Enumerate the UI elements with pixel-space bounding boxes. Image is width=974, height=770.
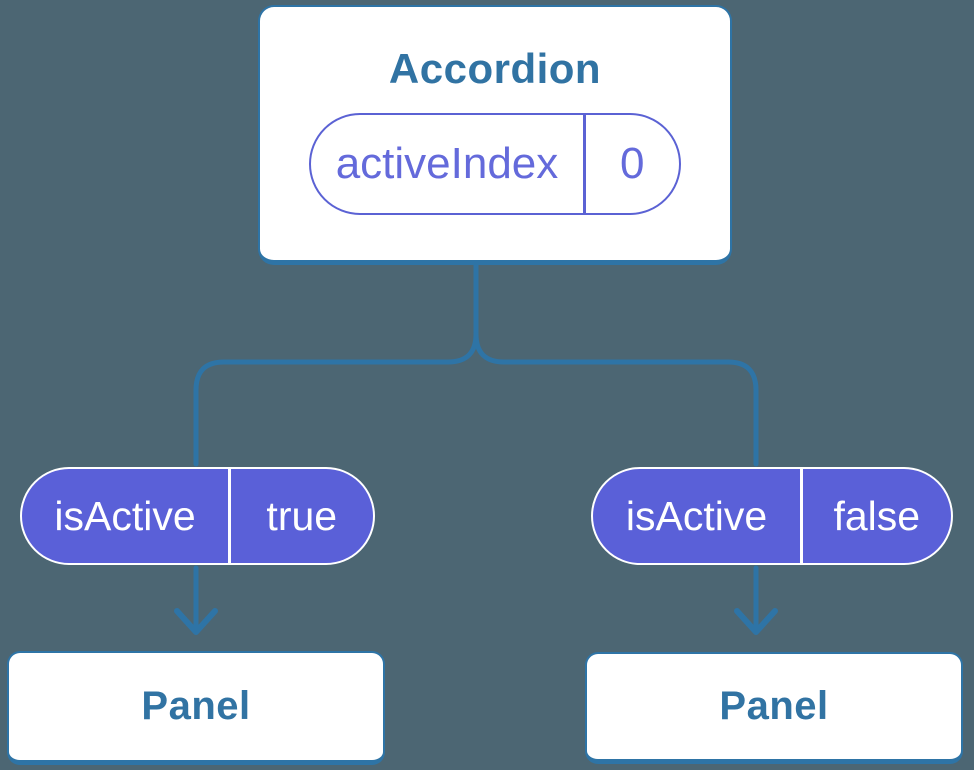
state-pill-divider	[583, 115, 586, 213]
prop-pill-left-value: true	[266, 492, 338, 539]
accordion-title: Accordion	[388, 45, 602, 92]
arrow-down-icon	[174, 608, 218, 635]
panel-label: Panel	[719, 684, 829, 728]
state-pill-name: activeIndex	[335, 139, 559, 188]
prop-pill-right: isActive false	[591, 467, 953, 565]
prop-pill-right-name: isActive	[625, 492, 768, 539]
state-pill-value: 0	[620, 139, 645, 188]
prop-pill-right-divider	[800, 469, 803, 563]
branch-line-right	[473, 331, 759, 467]
branch-line-left	[193, 331, 479, 467]
prop-pill-right-value: false	[833, 492, 921, 539]
panel-label: Panel	[141, 684, 251, 728]
state-pill: activeIndex 0	[309, 113, 681, 215]
panel-node-right: Panel	[585, 652, 963, 764]
prop-pill-left-divider	[228, 469, 231, 563]
prop-pill-left: isActive true	[20, 467, 375, 565]
accordion-node: Accordion activeIndex 0	[258, 5, 732, 265]
prop-pill-left-name: isActive	[54, 492, 196, 539]
arrow-down-icon	[734, 608, 778, 635]
panel-node-left: Panel	[7, 651, 385, 765]
